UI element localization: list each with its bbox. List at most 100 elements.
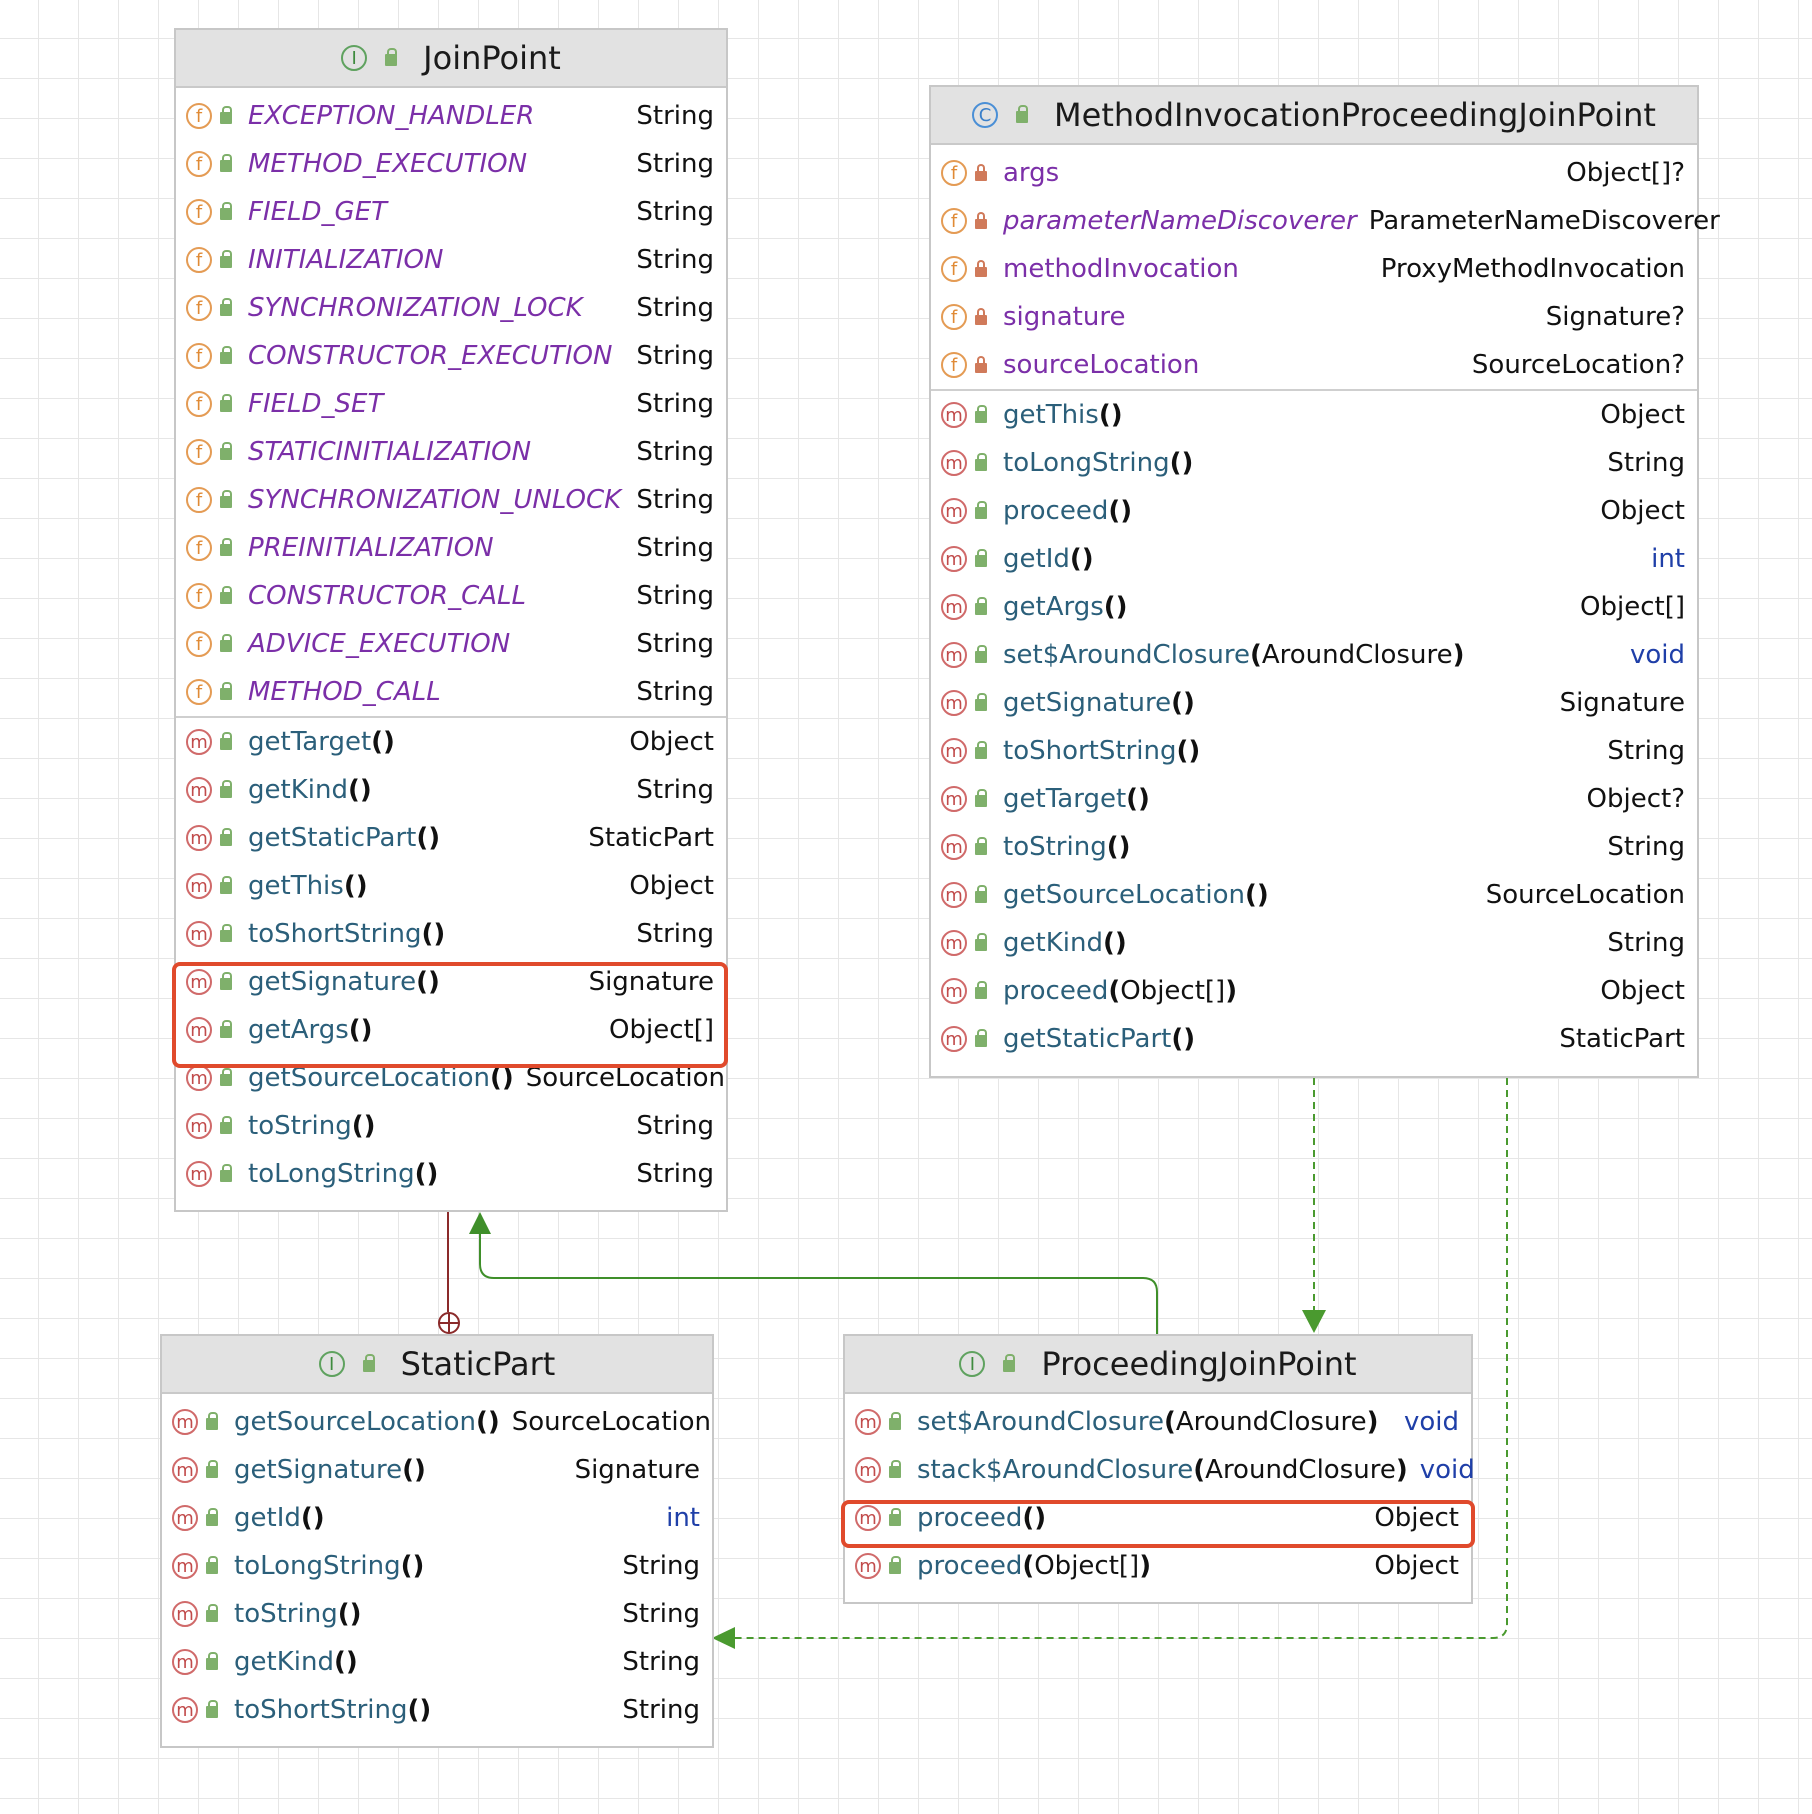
- public-visibility-icon: [973, 981, 989, 1001]
- public-visibility-icon: [887, 1556, 903, 1576]
- field-name-text: METHOD_CALL: [248, 677, 441, 707]
- field-name-text: STATICINITIALIZATION: [248, 437, 532, 467]
- method-icon: m: [186, 729, 212, 755]
- member-type: String: [636, 437, 714, 467]
- class-title: StaticPart: [400, 1345, 556, 1383]
- field-name-text: SYNCHRONIZATION_UNLOCK: [248, 485, 622, 515]
- field-icon: f: [186, 631, 212, 657]
- method-icon: m: [941, 690, 967, 716]
- field-icon: f: [186, 535, 212, 561]
- method-name-text: toLongString: [1003, 448, 1170, 478]
- field-icon: f: [186, 487, 212, 513]
- member-type: String: [1607, 448, 1685, 478]
- method-icon: m: [941, 882, 967, 908]
- field-name: sourceLocation: [1003, 350, 1460, 380]
- member-type: Signature: [1559, 688, 1685, 718]
- member-type: SourceLocation: [525, 1063, 726, 1093]
- method-icon: m: [172, 1697, 198, 1723]
- method-name-text: getKind: [234, 1647, 334, 1677]
- mipjp-header[interactable]: C MethodInvocationProceedingJoinPoint: [931, 87, 1697, 145]
- staticpart-header[interactable]: I StaticPart: [162, 1336, 712, 1394]
- public-visibility-icon: [887, 1508, 903, 1528]
- field-icon: f: [186, 679, 212, 705]
- method-icon: m: [941, 978, 967, 1004]
- private-lock-icon: [973, 307, 989, 327]
- method-name-text: getTarget: [248, 727, 372, 757]
- field-name: PREINITIALIZATION: [248, 533, 624, 563]
- field-name: EXCEPTION_HANDLER: [248, 101, 624, 131]
- member-type: Object?: [1586, 784, 1685, 814]
- method-signature: getThis(): [248, 871, 368, 901]
- method-signature: toShortString(): [248, 919, 446, 949]
- method-name-text: getSourceLocation: [1003, 880, 1245, 910]
- public-visibility-icon: [973, 693, 989, 713]
- class-icon: C: [972, 102, 999, 128]
- private-lock-icon: [973, 163, 989, 183]
- method-icon: m: [172, 1505, 198, 1531]
- pjp-header[interactable]: I ProceedingJoinPoint: [845, 1336, 1471, 1394]
- method-name-text: getSourceLocation: [234, 1407, 476, 1437]
- method-signature: getTarget(): [1003, 784, 1150, 814]
- method-signature: getKind(): [234, 1647, 358, 1677]
- joinpoint-header[interactable]: I JoinPoint: [176, 30, 726, 88]
- field-icon: f: [186, 199, 212, 225]
